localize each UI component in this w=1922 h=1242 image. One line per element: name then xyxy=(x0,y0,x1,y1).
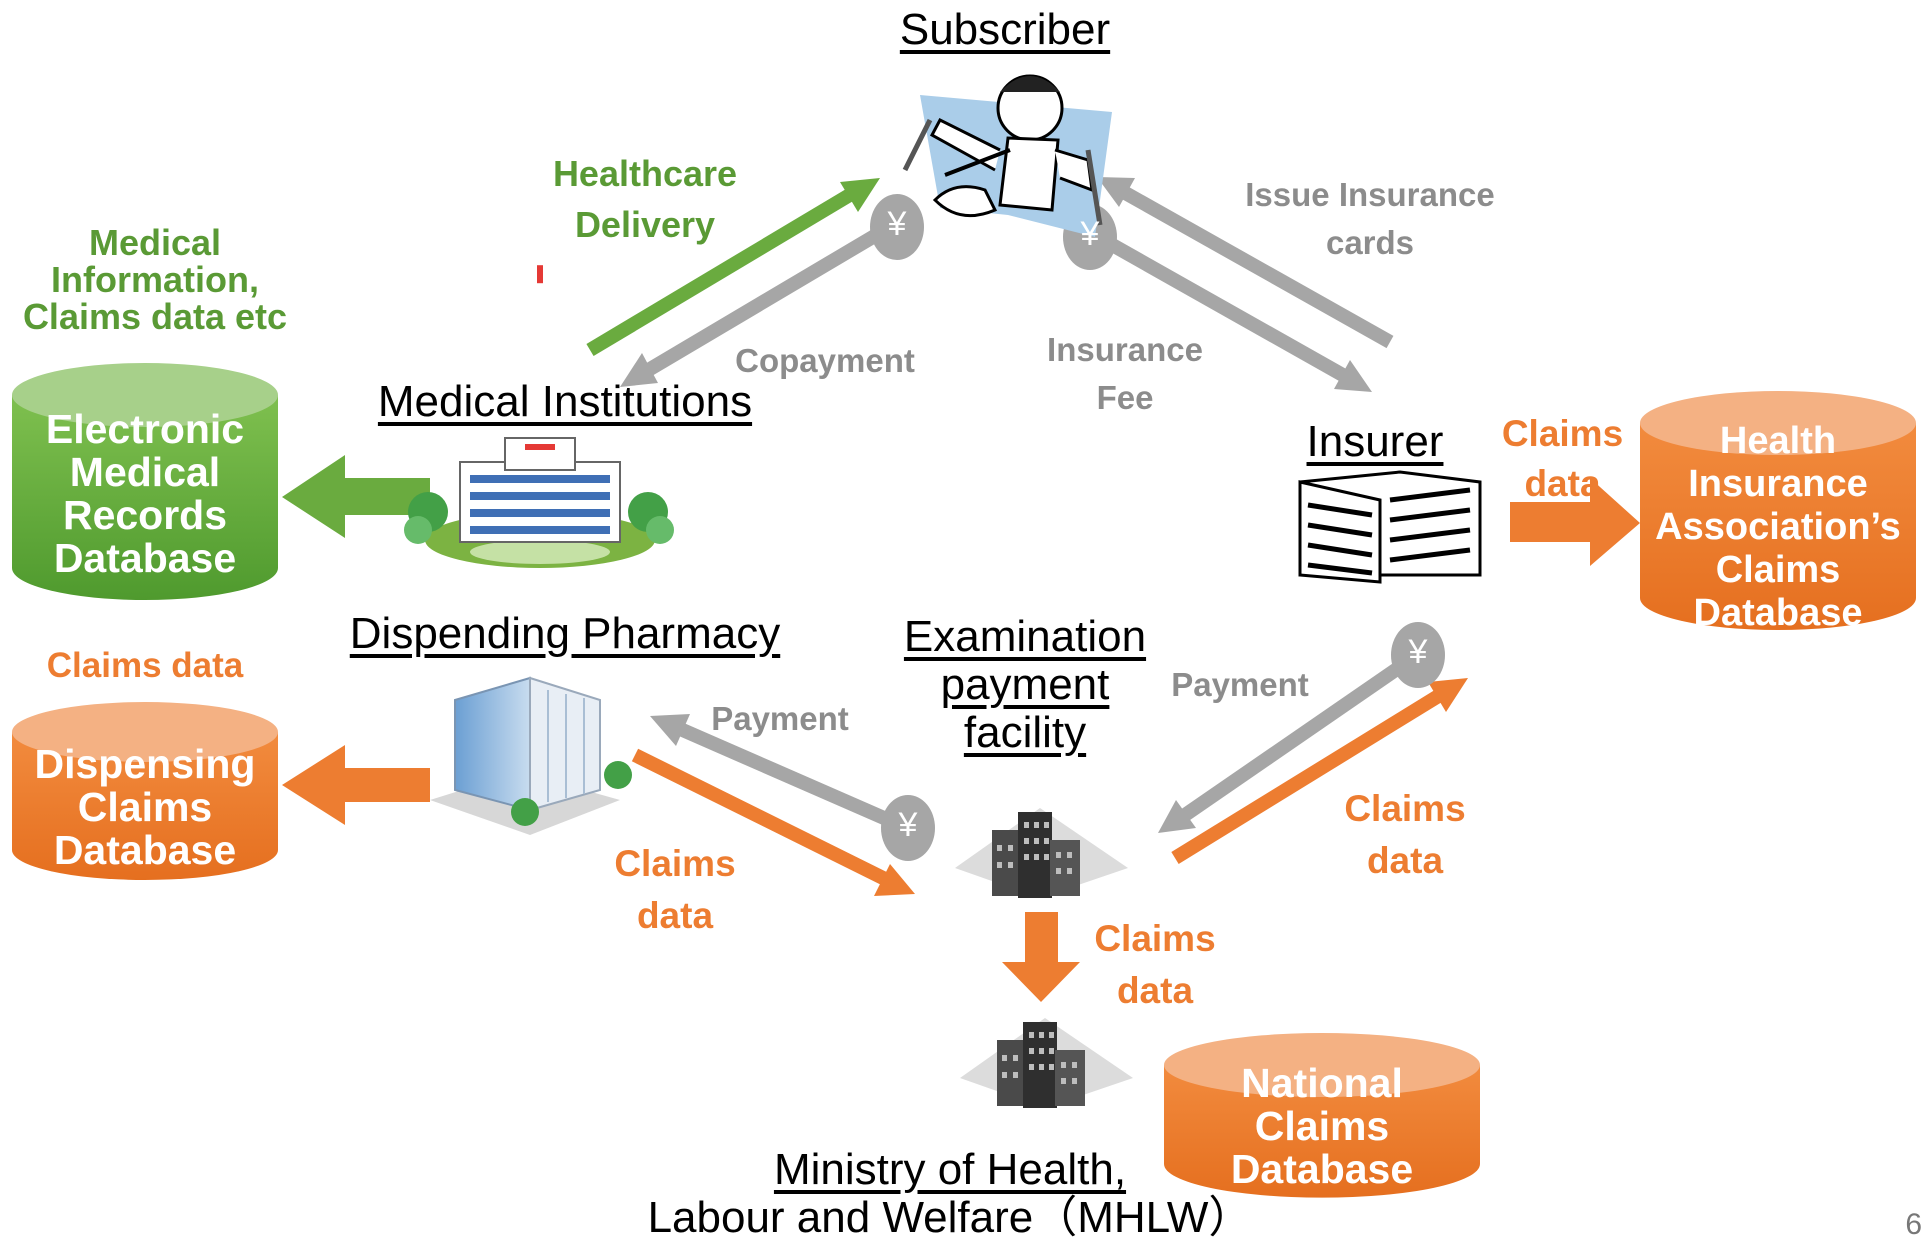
insurer-title: Insurer xyxy=(1306,417,1444,466)
claims-mhlw-label-line1: Claims xyxy=(1094,918,1216,959)
yen-symbol-pharmacy: ¥ xyxy=(898,806,918,844)
arrow-to-mhlw xyxy=(1002,912,1080,1002)
national-database xyxy=(1164,1033,1480,1198)
emr-db-line1: Electronic xyxy=(45,406,245,452)
arrow-to-hia xyxy=(1510,478,1640,566)
medical-info-label-line3: Claims data etc xyxy=(22,296,288,337)
claims-pharmacy-label-line2: data xyxy=(636,895,714,936)
arrow-to-dispensing xyxy=(282,745,430,825)
insurance-fee-arrow xyxy=(1096,231,1372,392)
hia-db-line3: Association’s xyxy=(1655,506,1901,548)
claims-insurer-label-line1: Claims xyxy=(1344,788,1466,829)
medical-info-label-line2: Information, xyxy=(51,259,259,300)
emr-db-line3: Records xyxy=(62,492,228,538)
claims-dispensing-label: Claims data xyxy=(46,646,244,685)
claims-pharmacy-label-line1: Claims xyxy=(614,843,736,884)
claims-hia-label-line1: Claims xyxy=(1501,413,1624,454)
dispensing-database xyxy=(12,702,278,880)
medical-institutions-title: Medical Institutions xyxy=(377,377,753,426)
yen-coin-insurer xyxy=(1391,622,1445,688)
national-db-line3: Database xyxy=(1230,1146,1414,1192)
mhlw-title-line2: Labour and Welfare（MHLW） xyxy=(647,1193,1253,1242)
medical-info-label-line1: Medical xyxy=(88,222,222,263)
hia-db-line4: Claims xyxy=(1715,549,1841,591)
copayment-arrow xyxy=(620,221,892,387)
payment-pharmacy-label: Payment xyxy=(711,700,849,737)
claims-hia-label-line2: data xyxy=(1524,463,1601,504)
mhlw-office-icon xyxy=(960,1018,1133,1108)
dispensing-db-line1: Dispensing xyxy=(34,741,256,787)
hospital-icon xyxy=(404,265,674,568)
examination-title-line2: payment xyxy=(940,660,1110,709)
arrow-to-emr xyxy=(282,455,430,538)
national-db-line2: Claims xyxy=(1254,1103,1390,1149)
examination-title-line1: Examination xyxy=(903,612,1147,661)
claims-mhlw-label-line2: data xyxy=(1116,970,1194,1011)
page-number: 6 xyxy=(1905,1208,1922,1241)
issue-cards-label-line1: Issue Insurance xyxy=(1245,176,1495,213)
payment-insurer-arrow xyxy=(1158,654,1414,833)
hia-db-line5: Database xyxy=(1693,592,1863,634)
subscriber-title: Subscriber xyxy=(899,5,1111,54)
dispensing-db-line2: Claims xyxy=(77,784,213,830)
yen-symbol-insurance-fee: ¥ xyxy=(1080,215,1100,253)
mhlw-title-line1: Ministry of Health, xyxy=(773,1145,1127,1194)
dispending-pharmacy-title: Dispending Pharmacy xyxy=(349,609,781,658)
dispensing-db-line3: Database xyxy=(53,827,237,873)
injured-person-icon xyxy=(902,74,1112,237)
pharmacy-building-icon xyxy=(430,676,632,835)
examination-title-line3: facility xyxy=(963,708,1087,757)
claims-pharmacy-arrow xyxy=(631,748,915,896)
payment-insurer-label: Payment xyxy=(1171,666,1309,703)
yen-symbol-copayment: ¥ xyxy=(887,205,907,243)
claims-insurer-arrow xyxy=(1171,678,1468,864)
insurance-fee-label-line2: Fee xyxy=(1096,379,1154,416)
copayment-label: Copayment xyxy=(735,342,915,379)
emr-db-line4: Database xyxy=(53,535,237,581)
issue-cards-label-line2: cards xyxy=(1325,224,1415,261)
insurance-fee-label-line1: Insurance xyxy=(1047,331,1203,368)
payment-pharmacy-arrow xyxy=(650,714,903,832)
healthcare-label-line1: Healthcare xyxy=(552,153,738,194)
hia-database xyxy=(1640,391,1916,630)
examination-office-icon xyxy=(955,808,1128,898)
yen-coin-pharmacy xyxy=(881,795,935,861)
issue-cards-arrow xyxy=(1097,177,1394,349)
yen-coin-copayment xyxy=(870,194,924,260)
yen-symbol-insurer: ¥ xyxy=(1408,633,1428,671)
emr-database xyxy=(12,363,278,600)
insurer-building-icon xyxy=(1298,470,1482,584)
healthcare-delivery-arrow xyxy=(586,178,880,357)
healthcare-label-line2: Delivery xyxy=(574,204,716,245)
hia-db-line2: Insurance xyxy=(1688,463,1868,505)
national-db-line1: National xyxy=(1241,1060,1403,1106)
hia-db-line1: Health xyxy=(1719,420,1837,462)
claims-insurer-label-line2: data xyxy=(1366,840,1444,881)
emr-db-line2: Medical xyxy=(69,449,221,495)
